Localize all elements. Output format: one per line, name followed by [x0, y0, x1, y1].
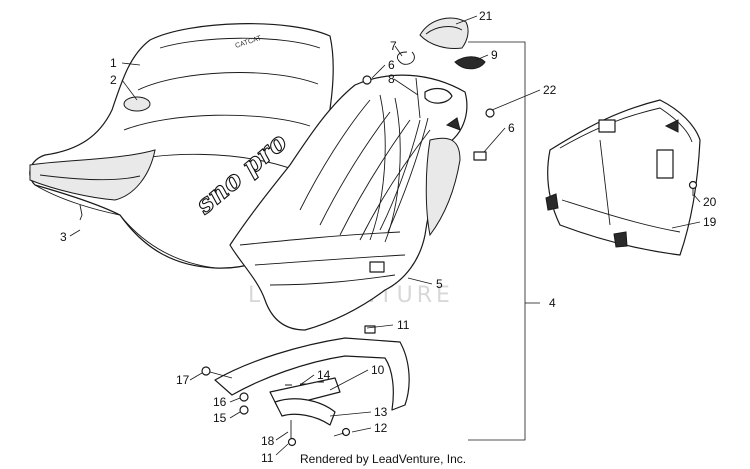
grommet-6a[interactable] — [362, 75, 372, 85]
callout-8: 8 — [388, 72, 395, 86]
callout-11b: 11 — [261, 451, 274, 465]
emblem-badge — [123, 96, 151, 112]
callout-12: 12 — [374, 421, 388, 435]
grommet-6b[interactable] — [473, 151, 487, 161]
callout-22: 22 — [543, 83, 557, 97]
latch-mechanism[interactable] — [379, 87, 453, 233]
spring-8[interactable] — [415, 77, 421, 119]
callout-17: 17 — [176, 373, 190, 387]
callout-13: 13 — [374, 405, 388, 419]
grommet-22[interactable] — [485, 108, 495, 118]
washer-16[interactable] — [239, 392, 249, 402]
callout-18: 18 — [261, 434, 275, 448]
callout-10: 10 — [371, 363, 385, 377]
callout-6b: 6 — [508, 121, 515, 135]
callout-20: 20 — [703, 195, 717, 209]
nut-15[interactable] — [239, 405, 249, 415]
callout-1: 1 — [110, 56, 117, 70]
callout-3: 3 — [60, 230, 67, 244]
leader-lines — [69, 15, 701, 456]
callout-7: 7 — [390, 39, 397, 53]
seat-screw — [79, 204, 83, 221]
bolt-17[interactable] — [201, 366, 233, 379]
seat-latch-cover[interactable] — [419, 17, 469, 49]
callout-14: 14 — [317, 368, 331, 382]
bolt-12[interactable] — [333, 427, 351, 437]
callout-6a: 6 — [388, 58, 395, 72]
callout-2: 2 — [110, 73, 117, 87]
callout-15: 15 — [213, 411, 227, 425]
credit-text: Rendered by LeadVenture, Inc. — [300, 452, 466, 466]
clip-7[interactable] — [397, 51, 415, 65]
nut-11b[interactable] — [287, 437, 297, 447]
callout-16: 16 — [213, 395, 227, 409]
storage-box[interactable] — [545, 99, 701, 256]
callout-labels: 1 2 3 4 5 6 6 7 8 9 10 11 11 12 13 14 15… — [60, 9, 717, 465]
screw-20[interactable] — [688, 180, 698, 197]
callout-11a: 11 — [397, 318, 410, 332]
callout-21: 21 — [479, 9, 493, 23]
callout-4: 4 — [549, 296, 556, 310]
callout-9: 9 — [491, 48, 498, 62]
assembly-bracket-4 — [468, 41, 526, 441]
callout-5: 5 — [436, 277, 443, 291]
callout-19: 19 — [703, 215, 717, 229]
rear-bracket-10[interactable] — [214, 337, 410, 426]
